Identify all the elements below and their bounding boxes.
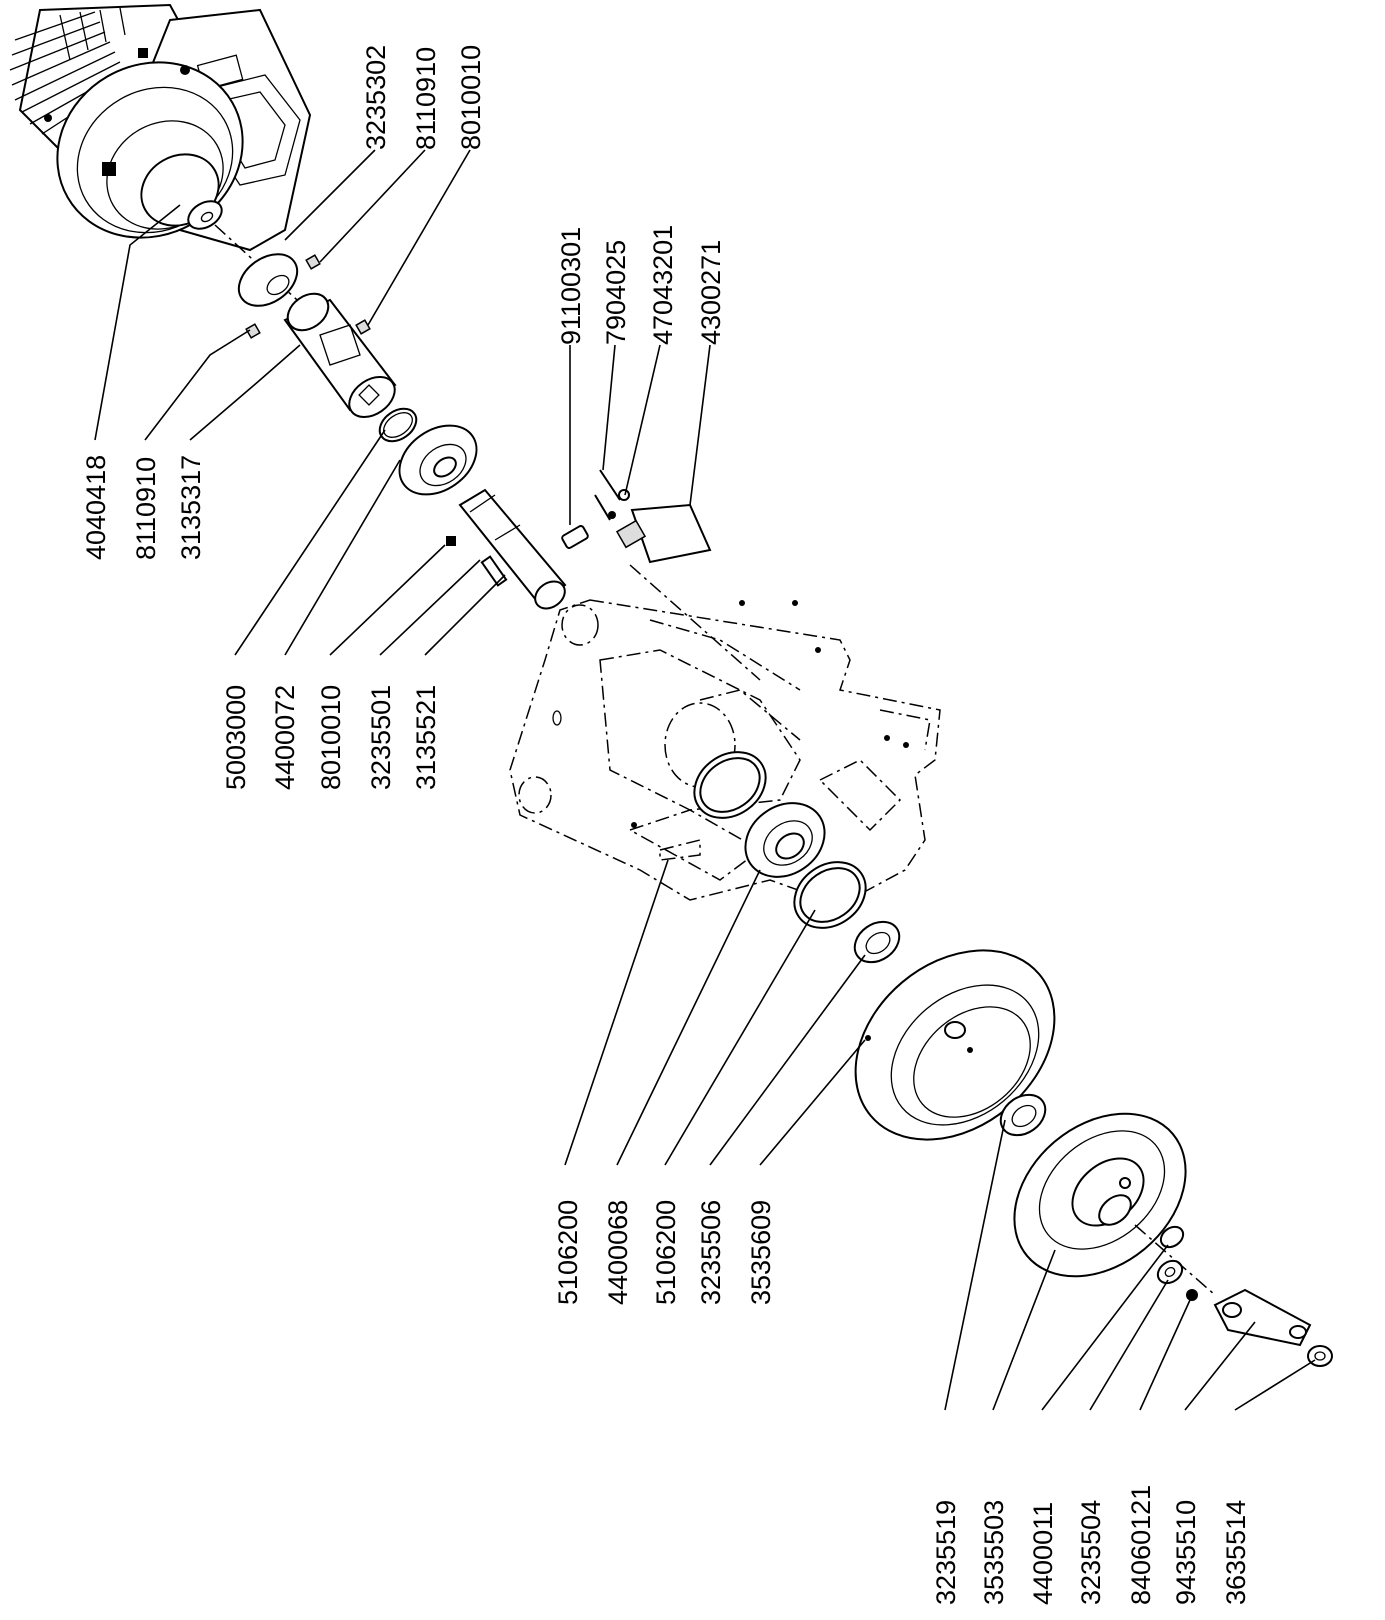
part-labels: 4040418 8110910 3135317 3235302 8110910 … bbox=[81, 45, 1251, 1605]
part-label: 3235302 bbox=[361, 45, 391, 150]
part-label: 3135521 bbox=[411, 685, 441, 790]
part-label: 3135317 bbox=[176, 455, 206, 560]
part-label: 7904025 bbox=[601, 240, 631, 345]
part-label: 8110910 bbox=[131, 457, 161, 560]
bearing-stack bbox=[693, 751, 901, 964]
part-label: 5003000 bbox=[221, 685, 251, 790]
part-label: 3635514 bbox=[1221, 1500, 1251, 1605]
large-disc bbox=[854, 949, 1056, 1141]
end-parts bbox=[1134, 1224, 1333, 1367]
part-label: 3235519 bbox=[931, 1500, 961, 1605]
part-label: 4400011 bbox=[1028, 1502, 1058, 1605]
coupling-assembly bbox=[237, 253, 761, 681]
part-label: 84060121 bbox=[1126, 1485, 1156, 1605]
part-label: 8010010 bbox=[316, 685, 346, 790]
part-label: 3235506 bbox=[696, 1200, 726, 1305]
part-label: 3235504 bbox=[1076, 1500, 1106, 1605]
part-label: 9435510 bbox=[1171, 1500, 1201, 1605]
part-label: 91100301 bbox=[556, 227, 586, 345]
part-label: 4300271 bbox=[696, 240, 726, 345]
part-label: 3535503 bbox=[979, 1500, 1009, 1605]
motor-assembly bbox=[9, 3, 331, 331]
part-label: 5106200 bbox=[651, 1200, 681, 1305]
part-label: 4040418 bbox=[81, 455, 111, 560]
cam-wheel bbox=[1013, 1112, 1187, 1278]
part-label: 8010010 bbox=[456, 45, 486, 150]
part-label: 3235501 bbox=[366, 685, 396, 790]
part-label: 5106200 bbox=[553, 1200, 583, 1305]
part-label: 4400072 bbox=[270, 685, 300, 790]
part-label: 47043201 bbox=[648, 225, 678, 345]
part-label: 4400068 bbox=[603, 1200, 633, 1305]
leader-lines bbox=[94, 149, 1316, 1411]
part-label: 8110910 bbox=[411, 47, 441, 150]
gear-housing bbox=[509, 599, 941, 906]
part-label: 3535609 bbox=[746, 1200, 776, 1305]
